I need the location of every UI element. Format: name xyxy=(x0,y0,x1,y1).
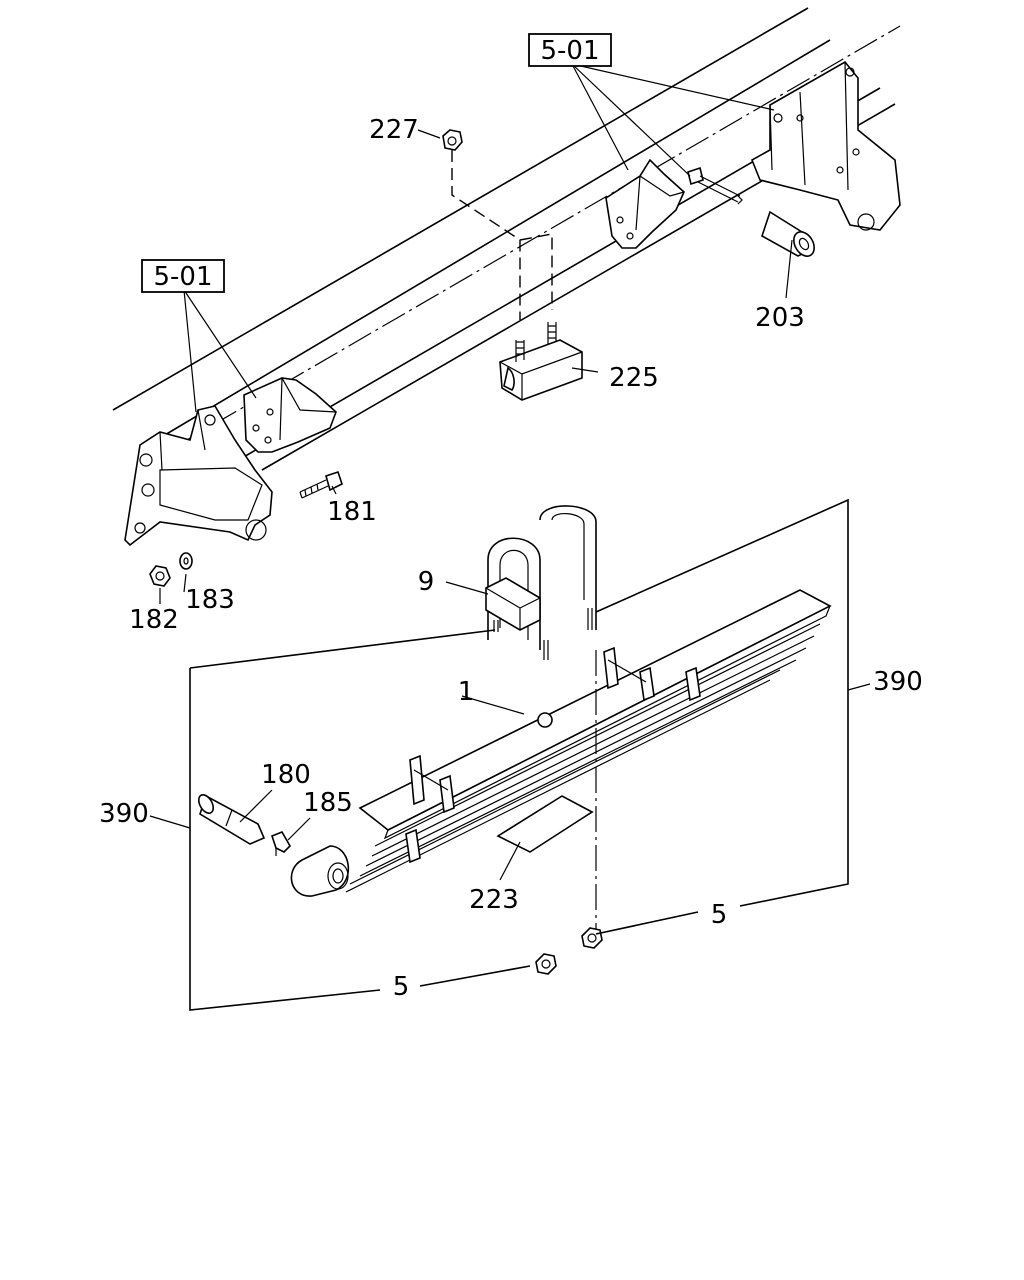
nut-227 xyxy=(442,129,463,151)
spring-hanger-small xyxy=(605,158,685,249)
bolt-181 xyxy=(299,470,343,499)
assembly-path-227 xyxy=(451,150,553,320)
callout-9: 9 xyxy=(418,567,435,597)
callout-183: 183 xyxy=(185,585,235,615)
callout-227: 227 xyxy=(369,115,419,145)
callout-1: 1 xyxy=(458,677,475,707)
spring-hanger-left xyxy=(243,377,337,453)
reference-box-left[interactable]: 5-01 xyxy=(141,259,225,293)
callout-182: 182 xyxy=(129,605,179,635)
leader-lines xyxy=(149,63,871,881)
rear-hanger-bracket xyxy=(750,60,901,231)
callout-390-left: 390 xyxy=(99,799,149,829)
washer-183 xyxy=(179,552,193,570)
callout-180: 180 xyxy=(261,760,311,790)
plate-223 xyxy=(496,795,594,853)
reference-box-top[interactable]: 5-01 xyxy=(528,33,612,67)
callout-5-bottom: 5 xyxy=(393,972,410,1002)
pin-180 xyxy=(197,794,266,845)
nut-5-bottom xyxy=(535,953,557,975)
bracket-bolt xyxy=(687,166,743,205)
nut-5-right xyxy=(581,927,603,949)
grease-fitting-185 xyxy=(271,830,291,856)
leaf-spring xyxy=(290,589,832,897)
reference-label-left: 5-01 xyxy=(153,262,212,292)
bushing-203 xyxy=(761,210,815,257)
callout-5-right: 5 xyxy=(711,900,728,930)
reference-label-top: 5-01 xyxy=(540,36,599,66)
callout-223: 223 xyxy=(469,885,519,915)
callout-390-right: 390 xyxy=(873,667,923,697)
front-hanger-bracket xyxy=(124,405,273,547)
spacer-block-9 xyxy=(485,577,541,631)
assembly-390-outline xyxy=(189,498,849,1011)
callout-225: 225 xyxy=(609,363,659,393)
callout-181: 181 xyxy=(327,497,377,527)
nut-182 xyxy=(149,565,171,587)
callout-203: 203 xyxy=(755,303,805,333)
bump-stopper-225 xyxy=(499,322,583,401)
callout-185: 185 xyxy=(303,788,353,818)
